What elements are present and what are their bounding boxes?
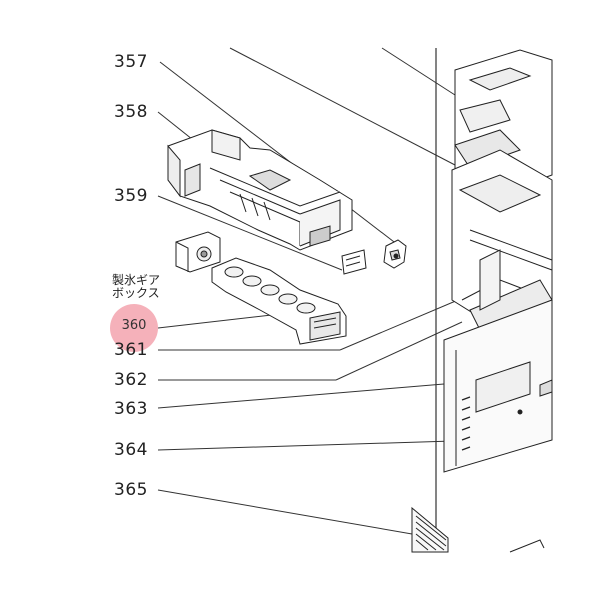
part-label-365: 365 <box>114 480 148 500</box>
part-label-361: 361 <box>114 340 148 360</box>
part-label-357: 357 <box>114 52 148 72</box>
part-gear-box <box>175 231 221 273</box>
leader-line-362b <box>335 321 463 381</box>
part-359-plate <box>341 249 367 275</box>
gear-box-label: 製氷ギア ボックス <box>112 274 160 300</box>
part-357-bracket <box>383 239 407 269</box>
part-label-363: 363 <box>114 399 148 419</box>
leader-line-359 <box>157 195 343 271</box>
back-panel-slots <box>461 396 471 451</box>
leader-line-357 <box>159 61 399 246</box>
part-label-358: 358 <box>114 102 148 122</box>
part-358-ice-maker <box>167 129 353 251</box>
part-label-360: 360 <box>121 318 147 333</box>
leader-line-top-a <box>229 47 456 166</box>
part-label-362: 362 <box>114 370 148 390</box>
part-label-364: 364 <box>114 440 148 460</box>
highlight-circle-360 <box>110 304 158 352</box>
leader-line-365 <box>157 489 413 535</box>
leader-line-363 <box>157 381 469 409</box>
refrigerator-cabinet <box>411 49 553 553</box>
vent-grille-lines <box>415 515 447 551</box>
part-360-ice-tray <box>211 257 347 345</box>
leader-line-361b <box>339 299 459 351</box>
leader-line-top-b <box>381 47 456 96</box>
gear-box-label-line2: ボックス <box>112 286 160 300</box>
gear-box-label-line1: 製氷ギア <box>112 273 161 287</box>
part-label-359: 359 <box>114 186 148 206</box>
